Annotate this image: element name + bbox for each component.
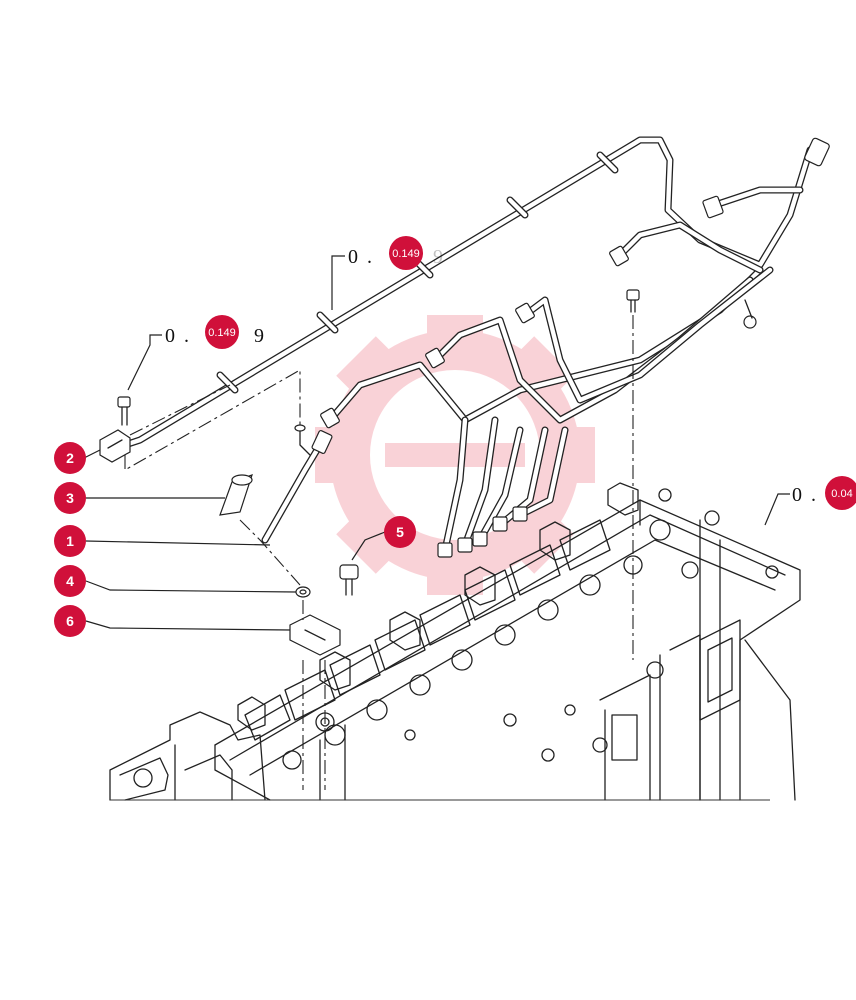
reference-top: 0 . 0.149 9 (348, 236, 445, 270)
bolt-part-5 (339, 564, 359, 596)
fuel-injection-pipes (121, 136, 830, 558)
svg-text:0 .: 0 . (348, 246, 374, 268)
svg-text:1: 1 (66, 533, 74, 549)
svg-text:2: 2 (66, 450, 74, 466)
valve-pockets (244, 519, 611, 741)
svg-text:0 .: 0 . (792, 484, 818, 506)
clamp-part-6 (289, 614, 341, 656)
callout-1[interactable]: 1 (54, 525, 86, 557)
svg-text:9: 9 (254, 325, 266, 347)
sleeve-part-3 (219, 474, 253, 516)
pipe-clamp-part-2 (99, 429, 131, 463)
bolt-top-right (626, 289, 640, 313)
svg-text:4: 4 (66, 573, 74, 589)
svg-text:0 .: 0 . (165, 325, 191, 347)
deck-bolt-holes (282, 488, 779, 770)
callout-4[interactable]: 4 (54, 565, 86, 597)
svg-text:0.04: 0.04 (831, 488, 852, 500)
callout-5[interactable]: 5 (384, 516, 416, 548)
callout-3[interactable]: 3 (54, 482, 86, 514)
washer-part-4 (295, 586, 311, 598)
callout-2[interactable]: 2 (54, 442, 86, 474)
reference-right: 0 . 0.04 (792, 476, 856, 510)
svg-text:5: 5 (396, 524, 404, 540)
svg-text:0.149: 0.149 (392, 248, 420, 260)
injector-part-1 (261, 424, 333, 544)
callout-6[interactable]: 6 (54, 605, 86, 637)
svg-text:0.149: 0.149 (208, 327, 236, 339)
svg-text:3: 3 (66, 490, 74, 506)
svg-text:9: 9 (433, 246, 445, 268)
svg-text:6: 6 (66, 613, 74, 629)
reference-left: 0 . 0.149 9 (165, 315, 266, 349)
assembly-center-lines (124, 315, 634, 790)
bolt-top-left (117, 396, 131, 426)
cylinder-head-assembly (109, 482, 801, 801)
